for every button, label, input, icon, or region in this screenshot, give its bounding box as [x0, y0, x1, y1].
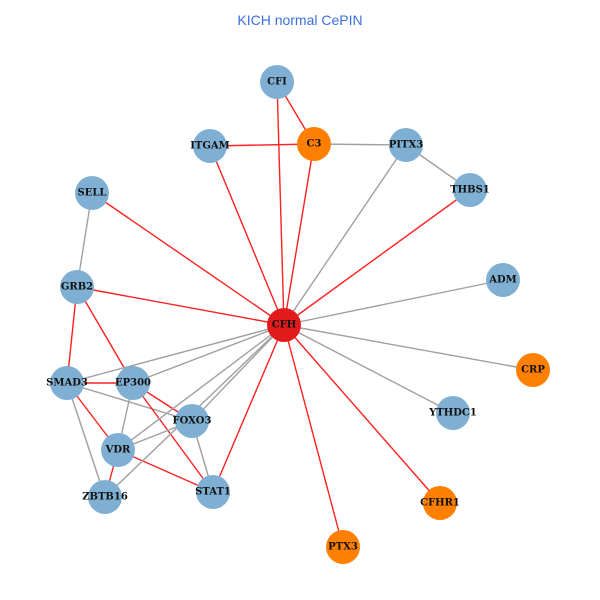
node-crp[interactable]: CRP	[516, 353, 550, 387]
node-label: CRP	[521, 365, 545, 376]
edge-vdr-stat1	[117, 449, 214, 493]
node-ptx3[interactable]: PTX3	[326, 530, 360, 564]
node-label: YTHDC1	[428, 408, 477, 419]
node-label: THBS1	[450, 185, 490, 196]
node-vdr[interactable]: VDR	[101, 433, 135, 467]
node-label: CFH	[272, 320, 297, 331]
node-label: CFI	[267, 77, 287, 88]
node-ep300[interactable]: EP300	[115, 366, 151, 400]
edge-smad3-cfh	[66, 324, 285, 384]
node-cfhr1[interactable]: CFHR1	[420, 486, 460, 520]
node-pitx3[interactable]: PITX3	[389, 128, 423, 162]
node-cfi[interactable]: CFI	[260, 65, 294, 99]
edge-adm-cfh	[283, 279, 504, 326]
node-circle[interactable]	[193, 129, 227, 163]
node-circle[interactable]	[60, 270, 94, 304]
node-circle[interactable]	[516, 353, 550, 387]
node-label: CFHR1	[420, 498, 460, 509]
edge-vdr-cfh	[117, 324, 285, 451]
node-circle[interactable]	[175, 404, 209, 438]
node-c3[interactable]: C3	[297, 127, 331, 161]
edge-grb2-ep300	[76, 286, 134, 384]
edge-ythdc1-cfh	[283, 324, 454, 414]
edge-cfi-cfh	[276, 81, 285, 326]
node-circle[interactable]	[88, 480, 122, 514]
node-label: ADM	[488, 275, 517, 286]
edge-stat1-cfh	[212, 324, 285, 493]
node-label: PTX3	[328, 542, 358, 553]
edge-foxo3-cfh	[191, 324, 285, 422]
edge-cfhr1-cfh	[283, 324, 441, 504]
node-label: GRB2	[61, 282, 93, 293]
node-label: STAT1	[195, 487, 231, 498]
node-circle[interactable]	[267, 308, 301, 342]
node-itgam[interactable]: ITGAM	[190, 129, 230, 163]
node-label: PITX3	[389, 140, 423, 151]
node-adm[interactable]: ADM	[486, 263, 520, 297]
edge-grb2-cfh	[76, 286, 285, 326]
edge-smad3-zbtb16	[66, 382, 106, 498]
node-zbtb16[interactable]: ZBTB16	[82, 480, 128, 514]
edge-c3-cfh	[283, 143, 315, 326]
node-label: ZBTB16	[82, 492, 128, 503]
node-circle[interactable]	[486, 263, 520, 297]
node-sell[interactable]: SELL	[75, 176, 109, 210]
node-circle[interactable]	[101, 433, 135, 467]
edge-sell-cfh	[91, 192, 285, 326]
node-circle[interactable]	[423, 486, 457, 520]
node-label: SMAD3	[46, 378, 88, 389]
node-circle[interactable]	[389, 128, 423, 162]
node-circle[interactable]	[297, 127, 331, 161]
node-label: FOXO3	[173, 416, 212, 427]
edge-ep300-stat1	[132, 382, 214, 493]
node-circle[interactable]	[436, 396, 470, 430]
node-circle[interactable]	[326, 530, 360, 564]
node-label: VDR	[105, 445, 131, 456]
node-label: ITGAM	[190, 141, 230, 152]
node-circle[interactable]	[196, 475, 230, 509]
node-label: EP300	[115, 378, 151, 389]
figure-title: KICH normal CePIN	[237, 12, 363, 28]
node-circle[interactable]	[453, 173, 487, 207]
edge-smad3-foxo3	[66, 382, 193, 422]
edge-itgam-cfh	[209, 145, 285, 326]
node-smad3[interactable]: SMAD3	[46, 366, 88, 400]
node-circle[interactable]	[260, 65, 294, 99]
node-thbs1[interactable]: THBS1	[450, 173, 490, 207]
edge-ptx3-cfh	[283, 324, 344, 548]
node-circle[interactable]	[116, 366, 150, 400]
node-foxo3[interactable]: FOXO3	[173, 404, 212, 438]
node-label: SELL	[78, 188, 107, 199]
node-ythdc1[interactable]: YTHDC1	[428, 396, 477, 430]
edge-itgam-c3	[209, 143, 315, 147]
edge-pitx3-cfh	[283, 144, 407, 326]
edge-ep300-cfh	[132, 324, 285, 384]
edge-thbs1-cfh	[283, 189, 471, 326]
node-circle[interactable]	[75, 176, 109, 210]
node-cfh[interactable]: CFH	[267, 308, 301, 342]
node-label: C3	[307, 139, 322, 150]
node-stat1[interactable]: STAT1	[195, 475, 231, 509]
node-circle[interactable]	[50, 366, 84, 400]
edge-crp-cfh	[283, 324, 534, 371]
node-grb2[interactable]: GRB2	[60, 270, 94, 304]
